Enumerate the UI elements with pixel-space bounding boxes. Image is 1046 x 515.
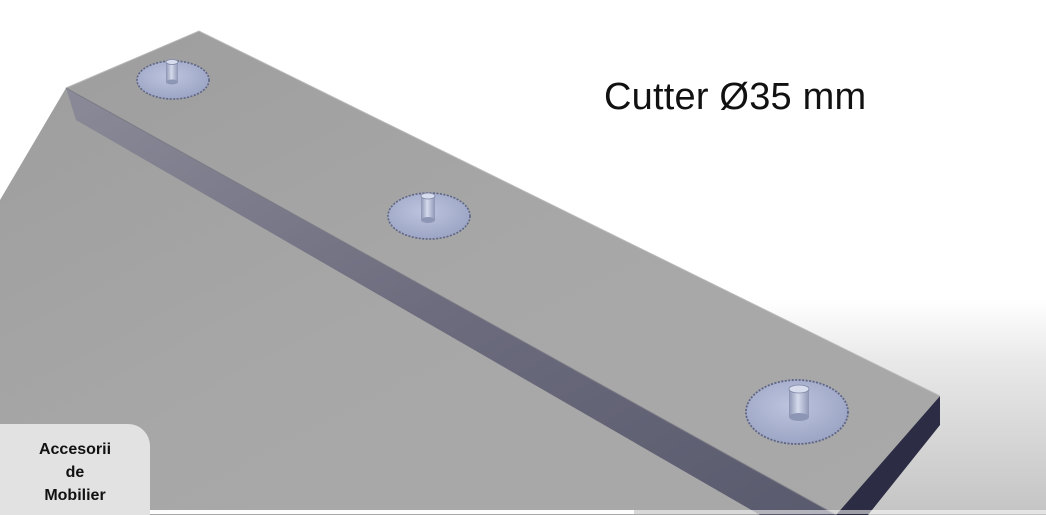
cutter-disc-1	[136, 59, 210, 100]
cutter-disc-2	[387, 192, 471, 240]
board-end-face	[836, 396, 940, 515]
dowel-pin-3	[788, 384, 810, 421]
video-progress-fill	[150, 510, 634, 514]
watermark-line-2: de	[65, 464, 85, 481]
watermark-line-1: Accesorii	[38, 441, 112, 458]
cutter-disc-3	[745, 379, 849, 445]
cutter-caption: Cutter Ø35 mm	[604, 76, 867, 118]
watermark-line-3: Mobilier	[44, 487, 106, 504]
dowel-pin-2	[420, 192, 436, 223]
dowel-pin-1	[165, 59, 179, 85]
board-top-face	[0, 31, 940, 515]
video-progress-bar[interactable]	[150, 510, 1046, 514]
channel-watermark: Accesorii de Mobilier	[0, 424, 150, 515]
